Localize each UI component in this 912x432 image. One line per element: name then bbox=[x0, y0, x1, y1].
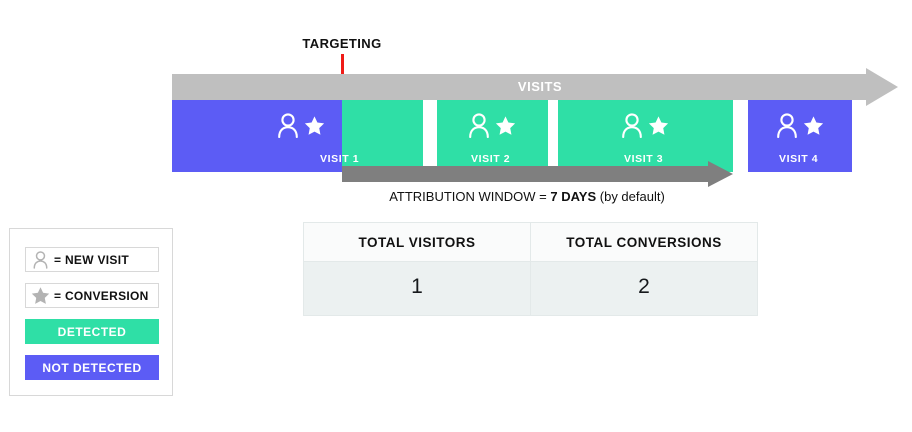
legend-item-new-visit: = NEW VISIT bbox=[25, 247, 159, 272]
summary-value-total-visitors: 1 bbox=[303, 261, 531, 316]
person-icon bbox=[622, 113, 642, 138]
visits-axis-label: VISITS bbox=[517, 79, 563, 94]
visit-1-segment-not-detected bbox=[172, 100, 342, 172]
summary-header-total-conversions: TOTAL CONVERSIONS bbox=[530, 222, 758, 262]
summary-table: TOTAL VISITORS TOTAL CONVERSIONS 1 2 bbox=[303, 222, 758, 316]
legend-item-conversion: = CONVERSION bbox=[25, 283, 159, 308]
legend-label-detected: DETECTED bbox=[57, 324, 127, 339]
visit-1-segment-detected bbox=[342, 100, 423, 172]
attribution-arrowhead-icon bbox=[708, 161, 733, 187]
legend-swatch-not-detected: NOT DETECTED bbox=[25, 355, 159, 380]
visit-block-2[interactable]: VISIT 2 bbox=[437, 100, 548, 172]
visit-4-label: VISIT 4 bbox=[779, 153, 819, 165]
attribution-arrow-body bbox=[342, 166, 712, 182]
visits-axis-body bbox=[172, 74, 872, 100]
visit-1-label: VISIT 1 bbox=[320, 153, 360, 165]
attribution-window-caption: ATTRIBUTION WINDOW = 7 DAYS (by default) bbox=[389, 189, 665, 204]
visit-2-icon-group bbox=[467, 112, 516, 138]
star-icon bbox=[648, 115, 669, 135]
person-icon bbox=[469, 113, 489, 138]
attribution-caption-value: 7 DAYS bbox=[550, 189, 597, 204]
summary-table-value-row: 1 2 bbox=[303, 261, 758, 316]
visit-block-3[interactable]: VISIT 3 bbox=[558, 100, 733, 172]
legend-label-not-detected: NOT DETECTED bbox=[42, 360, 142, 375]
visit-3-label: VISIT 3 bbox=[624, 153, 664, 165]
star-icon bbox=[304, 115, 325, 135]
visit-4-icon-group bbox=[775, 112, 824, 138]
summary-header-total-visitors: TOTAL VISITORS bbox=[303, 222, 531, 262]
visits-timeline-axis: VISITS bbox=[172, 68, 898, 106]
legend-panel: = NEW VISIT = CONVERSION DETECTED NOT DE… bbox=[9, 228, 173, 396]
targeting-label: TARGETING bbox=[302, 36, 382, 51]
targeting-pointer-line bbox=[341, 54, 344, 92]
star-icon bbox=[26, 286, 54, 305]
visit-block-4[interactable]: VISIT 4 bbox=[748, 100, 852, 172]
legend-swatch-detected: DETECTED bbox=[25, 319, 159, 344]
visit-1-icon-group bbox=[276, 112, 325, 138]
attribution-caption-suffix: (by default) bbox=[596, 189, 665, 204]
attribution-caption-prefix: ATTRIBUTION WINDOW = bbox=[389, 189, 551, 204]
person-icon bbox=[777, 113, 797, 138]
visit-3-icon-group bbox=[620, 112, 669, 138]
person-icon bbox=[278, 113, 298, 138]
star-icon bbox=[495, 115, 516, 135]
legend-label-new-visit: = NEW VISIT bbox=[54, 252, 129, 267]
star-icon bbox=[803, 115, 824, 135]
summary-value-total-conversions: 2 bbox=[530, 261, 758, 316]
visit-2-label: VISIT 2 bbox=[471, 153, 511, 165]
summary-table-header-row: TOTAL VISITORS TOTAL CONVERSIONS bbox=[303, 222, 758, 262]
visits-axis-arrowhead-icon bbox=[866, 68, 898, 106]
visit-block-1[interactable]: VISIT 1 bbox=[172, 100, 423, 172]
legend-label-conversion: = CONVERSION bbox=[54, 288, 149, 303]
person-icon bbox=[26, 250, 54, 269]
